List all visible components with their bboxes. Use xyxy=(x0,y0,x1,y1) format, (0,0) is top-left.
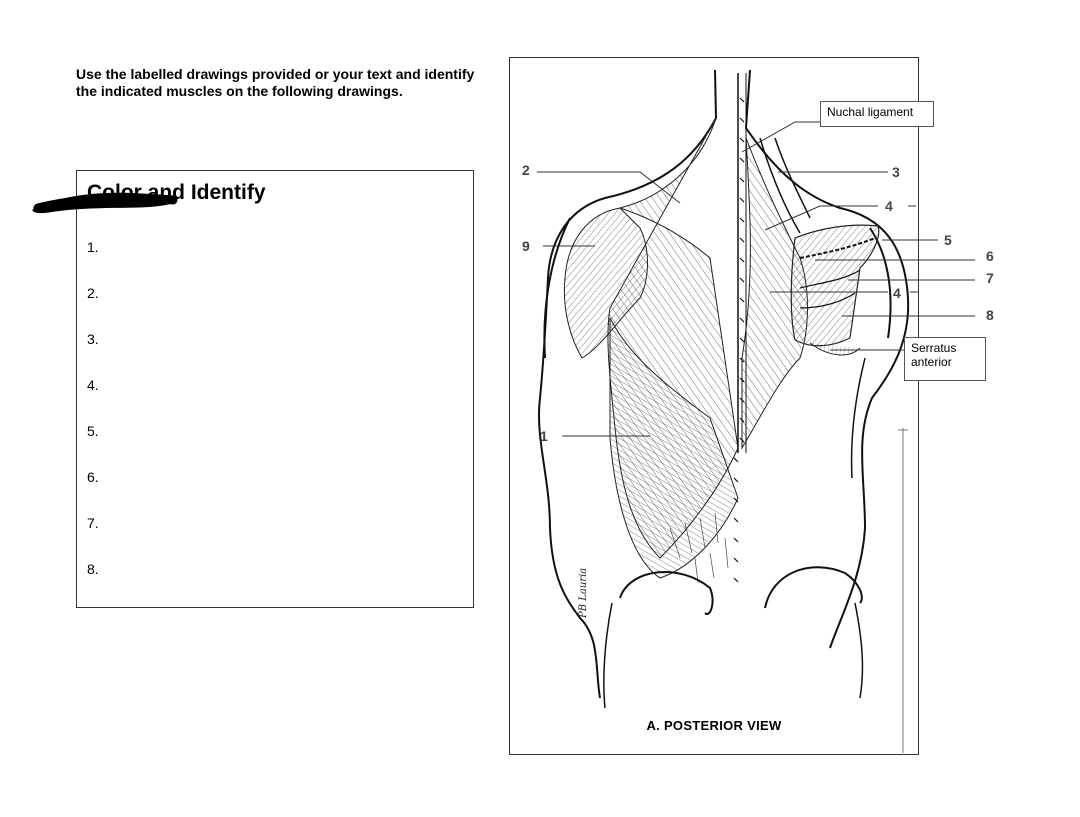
figure-label-4-upper: 4 xyxy=(885,198,893,214)
answer-box: Color and Identify 1. 2. 3. 4. 5. 6. 7. … xyxy=(76,170,474,608)
answer-item-1: 1. xyxy=(87,239,99,255)
answer-item-7: 7. xyxy=(87,515,99,531)
figure-label-4-lower: 4 xyxy=(893,285,901,301)
answer-item-5: 5. xyxy=(87,423,99,439)
serratus-line-2: anterior xyxy=(911,355,952,369)
figure-label-7: 7 xyxy=(986,270,994,286)
serratus-line-1: Serratus xyxy=(911,341,957,355)
answer-item-6: 6. xyxy=(87,469,99,485)
answer-item-8: 8. xyxy=(87,561,99,577)
artist-signature: PB Lauria xyxy=(578,567,589,618)
figure-caption: A. POSTERIOR VIEW xyxy=(646,718,782,733)
anatomy-figure: PB Lauria A. POSTERIOR VIEW xyxy=(509,57,919,755)
answer-item-2: 2. xyxy=(87,285,99,301)
marker-scribble xyxy=(32,192,178,214)
figure-label-1: 1 xyxy=(540,428,548,444)
answer-list: 1. 2. 3. 4. 5. 6. 7. 8. xyxy=(87,239,99,607)
figure-label-6: 6 xyxy=(986,248,994,264)
answer-item-3: 3. xyxy=(87,331,99,347)
figure-label-2: 2 xyxy=(522,162,530,178)
instructions-text: Use the labelled drawings provided or yo… xyxy=(76,66,475,99)
answer-item-4: 4. xyxy=(87,377,99,393)
figure-label-3: 3 xyxy=(892,164,900,180)
figure-label-5: 5 xyxy=(944,232,952,248)
nuchal-ligament-text: Nuchal ligament xyxy=(827,105,914,119)
posterior-back-muscles-drawing xyxy=(538,69,910,753)
figure-label-9: 9 xyxy=(522,238,530,254)
figure-label-8: 8 xyxy=(986,307,994,323)
nuchal-ligament-label: Nuchal ligament xyxy=(820,101,934,127)
serratus-anterior-label: Serratus anterior xyxy=(904,337,986,381)
